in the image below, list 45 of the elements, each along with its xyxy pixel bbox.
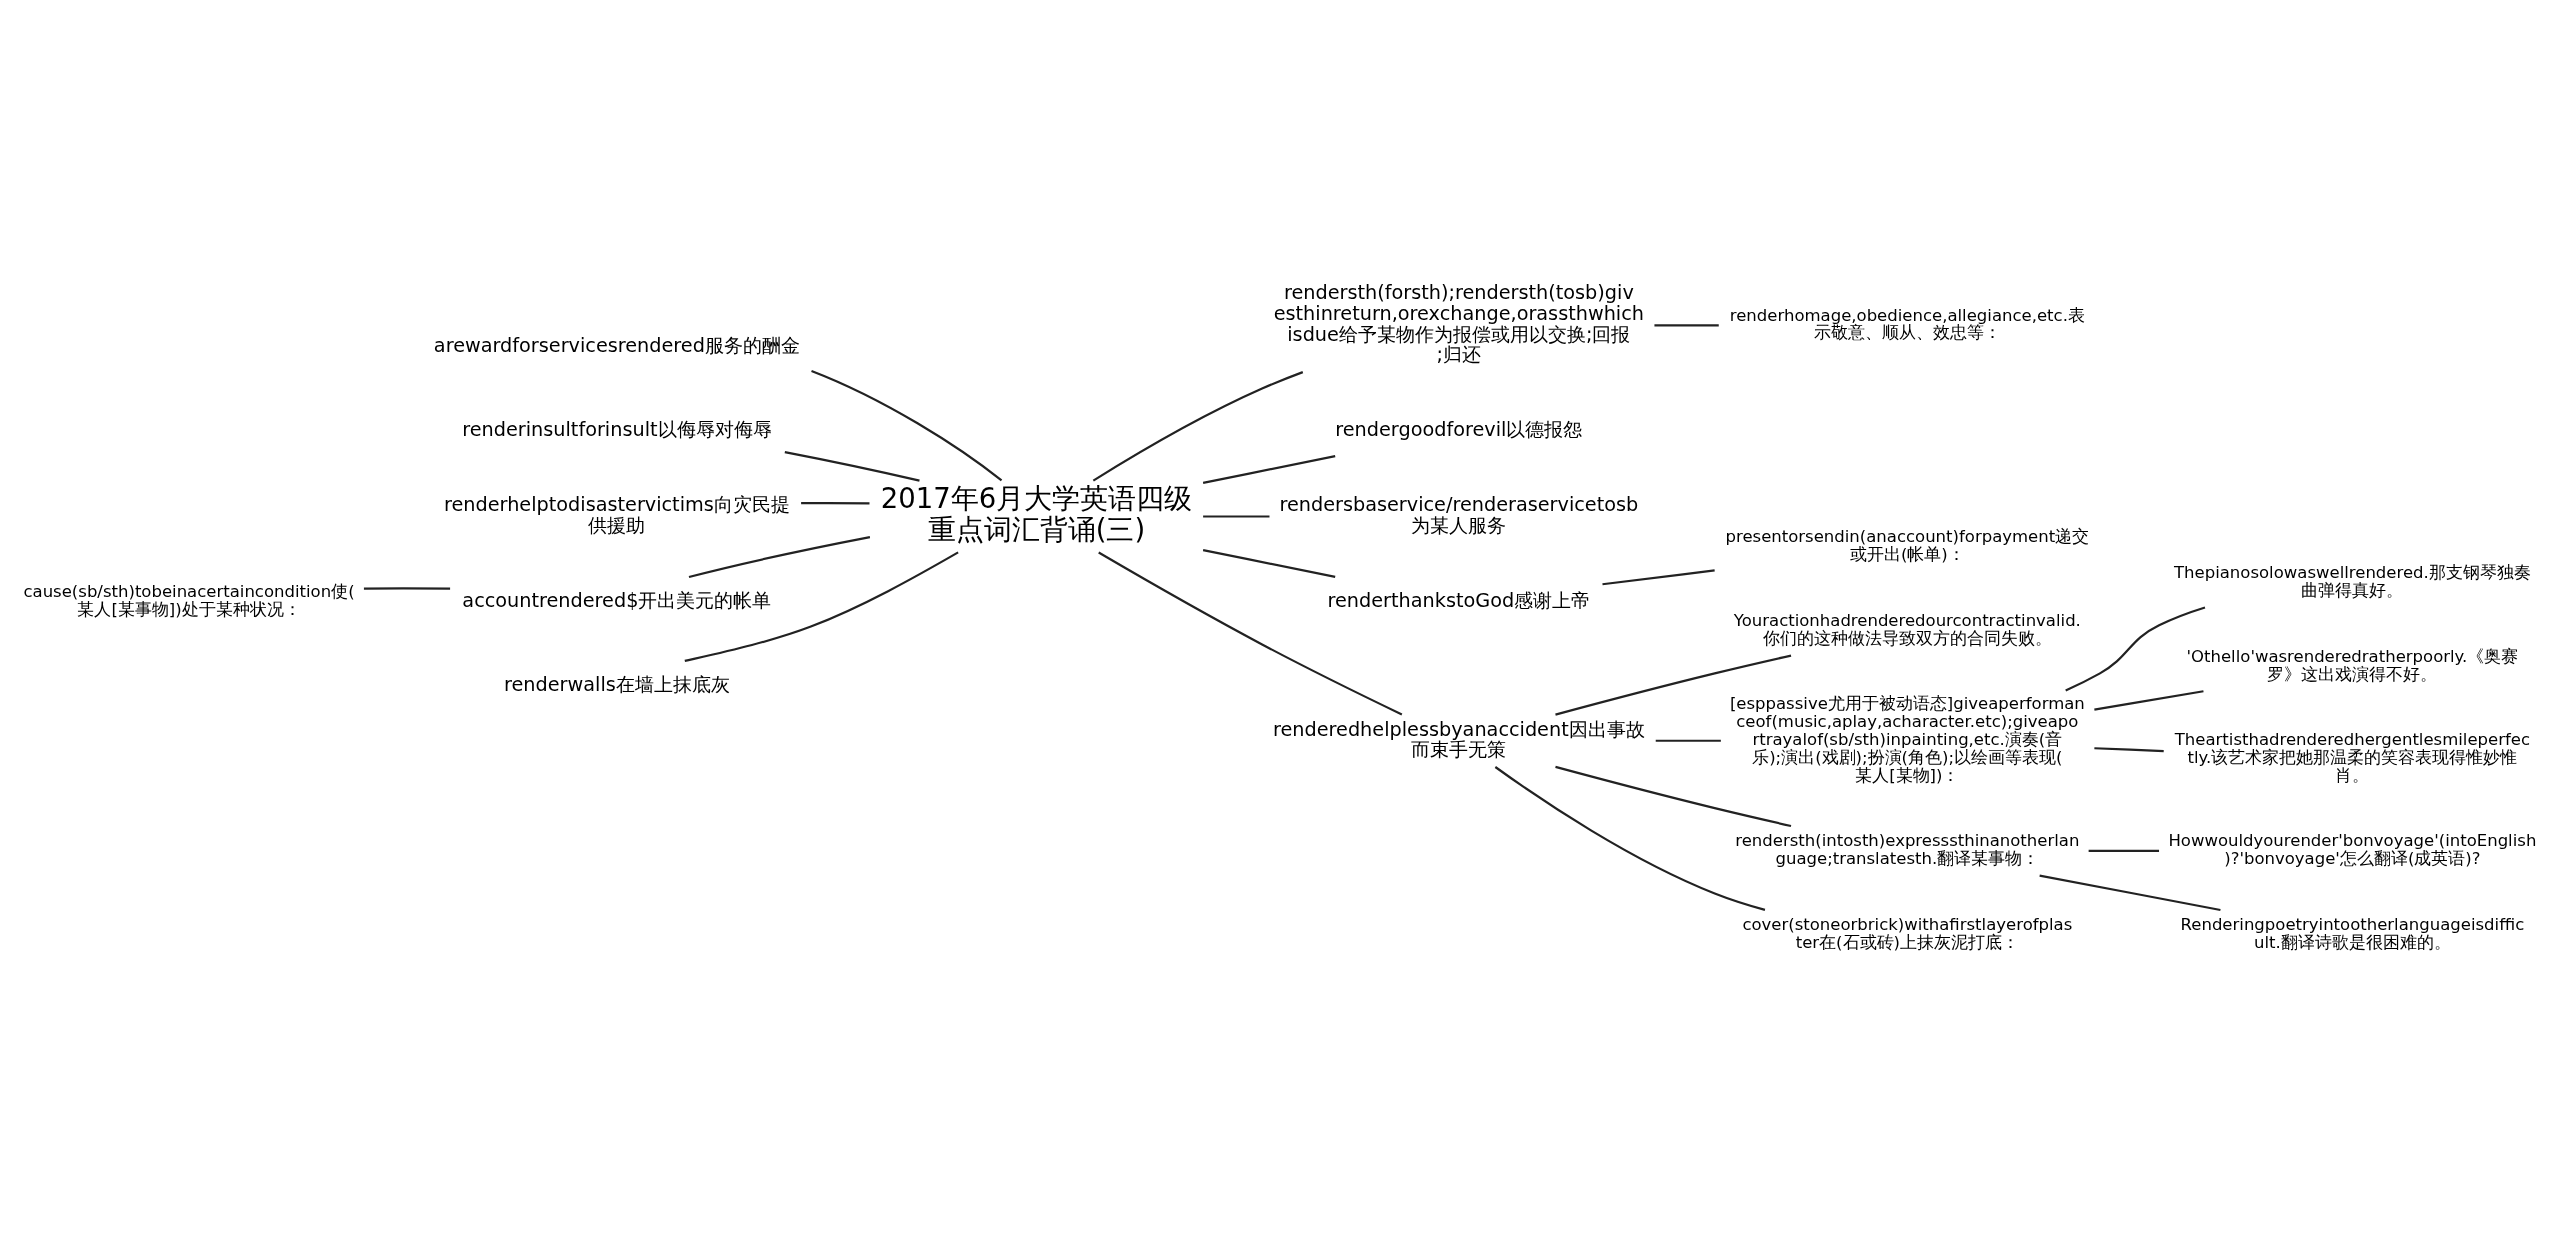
node-text: renderhelptodisastervictims向灾民提供援助 xyxy=(443,493,790,537)
connector xyxy=(688,536,871,579)
connector xyxy=(2065,606,2206,692)
node-text: Youractionhadrenderedourcontractinvalid.你们的这种做法导致双方的合同失败。 xyxy=(1733,611,2081,648)
connector xyxy=(2094,690,2204,711)
node-text: Howwouldyourender'bonvoyage'(intoEnglish)?'bonvoyage'怎么翻译(成英语)? xyxy=(2168,831,2537,869)
connector xyxy=(1202,549,1336,578)
node-text: arewardforservicesrendered服务的酬金 xyxy=(433,334,800,358)
node-text: rendergoodforevil以德报怨 xyxy=(1335,418,1583,442)
connector xyxy=(1654,324,1719,327)
node-text: Renderingpoetryintootherlanguageisdifficult.翻译诗歌是很困难的。 xyxy=(2180,915,2525,952)
connector xyxy=(811,369,1003,482)
connector xyxy=(1203,515,1270,518)
connector xyxy=(2094,747,2164,753)
node-text: renderthankstoGod感谢上帝 xyxy=(1327,588,1591,612)
node-text: rendersth(intosth)expresssthinanotherlanguage;translatesth.翻译某事物： xyxy=(1735,831,2080,869)
node-text: renderhomage,obedience,allegiance,etc.表示敬意、顺从、效忠等： xyxy=(1729,305,2085,343)
node-text: renderinsultforinsult以侮辱对侮辱 xyxy=(462,418,772,442)
connector xyxy=(1098,551,1403,716)
node-text: accountrendered$开出美元的帐单 xyxy=(462,588,772,612)
node-text: rendersth(forsth);rendersth(tosb)givesthinreturn,orexchange,orassthwhichisdue给予某物作为报偿或用以交换;回报;归还 xyxy=(1273,281,1644,367)
connector xyxy=(1092,371,1304,482)
connector xyxy=(684,551,959,663)
node-text: cover(stoneorbrick)withafirstlayerofplaster在(石或砖)上抹灰泥打底： xyxy=(1742,915,2073,952)
node-text: presentorsendin(anaccount)forpayment递交或开出(帐单)： xyxy=(1725,527,2090,564)
node-text: renderedhelplessbyanaccident因出事故而束手无策 xyxy=(1272,717,1645,762)
node-text: [esppassive尤用于被动语态]giveaperformanceof(music,aplay,acharacter.etc);giveaportrayalof(sb/sth)inpainting,etc.演奏(音乐);演出(戏剧);扮演(角色);以绘画等表现(某人[某物])： xyxy=(1729,694,2085,785)
node-text: Theartisthadrenderedhergentlesmileperfectly.该艺术家把她那温柔的笑容表现得惟妙惟肖。 xyxy=(2174,730,2531,785)
connector xyxy=(784,451,920,482)
connector xyxy=(1655,739,1721,742)
connector xyxy=(1602,569,1715,586)
connector xyxy=(2039,874,2221,912)
connector xyxy=(1494,766,1766,911)
node-text: renderwalls在墙上抹底灰 xyxy=(504,672,730,696)
connector xyxy=(1202,455,1336,484)
node-text: 2017年6月大学英语四级重点词汇背诵(三) xyxy=(880,482,1193,545)
connector xyxy=(363,587,451,590)
node-text: rendersbaservice/renderaservicetosb为某人服务 xyxy=(1279,493,1639,537)
connector xyxy=(801,502,870,505)
connector xyxy=(1555,765,1792,828)
node-text: 'Othello'wasrenderedratherpoorly.《奥赛罗》这出戏演得不好。 xyxy=(2186,646,2519,684)
connector xyxy=(2088,849,2160,852)
node-text: cause(sb/sth)tobeinacertaincondition使(某人[某事物])处于某种状况： xyxy=(23,582,355,620)
node-text: Thepianosolowaswellrendered.那支钢琴独奏曲弹得真好。 xyxy=(2174,562,2531,600)
connector xyxy=(1555,654,1792,716)
